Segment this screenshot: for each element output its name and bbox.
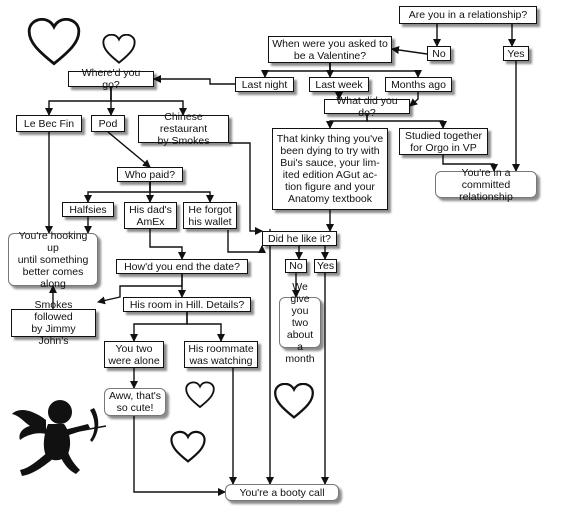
option-halfsies: Halfsies [62,202,114,217]
connector-arrow [391,46,428,55]
answer-yes: Yes [503,46,529,61]
connector-arrow [149,229,186,260]
option-last-night: Last night [235,77,294,92]
heart-icon [102,34,136,64]
connector-arrow [329,63,422,78]
connector-arrow [130,312,188,342]
connector-arrow [84,182,151,203]
option-forgot-wallet: He forgot his wallet [183,202,237,229]
connector-arrow [227,230,266,253]
connector-arrow [442,155,498,172]
option-chinese-restaurant: Chinese restaurant by Smokes [138,111,229,147]
cupid-silhouette [12,400,107,476]
connector-arrow [261,63,331,78]
option-le-bec-fin: Le Bec Fin [16,115,82,132]
connector-arrow [366,114,447,129]
when-asked-question: When were you asked to be a Valentine? [268,36,392,63]
option-roommate-watching: His roommate was watching [184,341,258,368]
where-question: Where'd you go? [68,67,154,91]
connector-arrow [186,312,225,342]
option-studied-orgo: Studied together for Orgo in VP [399,128,488,155]
result-booty-call: You're a booty call [225,484,339,501]
heart-icon [27,18,81,66]
result-hooking-up: You're hooking up until something better… [8,230,98,290]
result-give-month: We give you two about a month [279,281,321,365]
heart-icon [274,383,314,419]
heart-icon [185,381,215,409]
like-answer-yes: Yes [314,259,337,273]
option-dads-amex: His dad's AmEx [124,202,177,229]
option-last-week: Last week [309,77,369,92]
option-alone: You two were alone [104,341,164,368]
end-date-question: How'd you end the date? [116,259,248,274]
connector-arrow [45,87,112,116]
what-do-question: What did you do? [324,95,410,119]
result-committed: You're in a committed relationship [435,167,537,203]
option-pod: Pod [91,115,125,132]
result-so-cute: Aww, that's so cute! [104,388,166,416]
did-like-question: Did he like it? [262,231,337,246]
connector-arrow [110,87,187,116]
connector-arrow [133,416,226,496]
connector-arrow [107,131,151,168]
connector-arrow [229,142,263,235]
like-answer-no: No [285,259,307,273]
option-kinky-thing: That kinky thing you've been dying to tr… [272,128,388,210]
connector-arrow [149,182,214,203]
option-months-ago: Months ago [385,77,452,92]
heart-icon [170,430,206,463]
option-smokes-jimmy-johns: Smokes followed by Jimmy John's [11,299,96,347]
who-paid-question: Who paid? [117,167,183,182]
connector-arrow [409,92,419,107]
connector-arrow [153,75,235,85]
relationship-question: Are you in a relationship? [399,6,537,24]
room-hill-question: His room in Hill. Details? [123,297,251,312]
answer-no: No [427,46,451,61]
